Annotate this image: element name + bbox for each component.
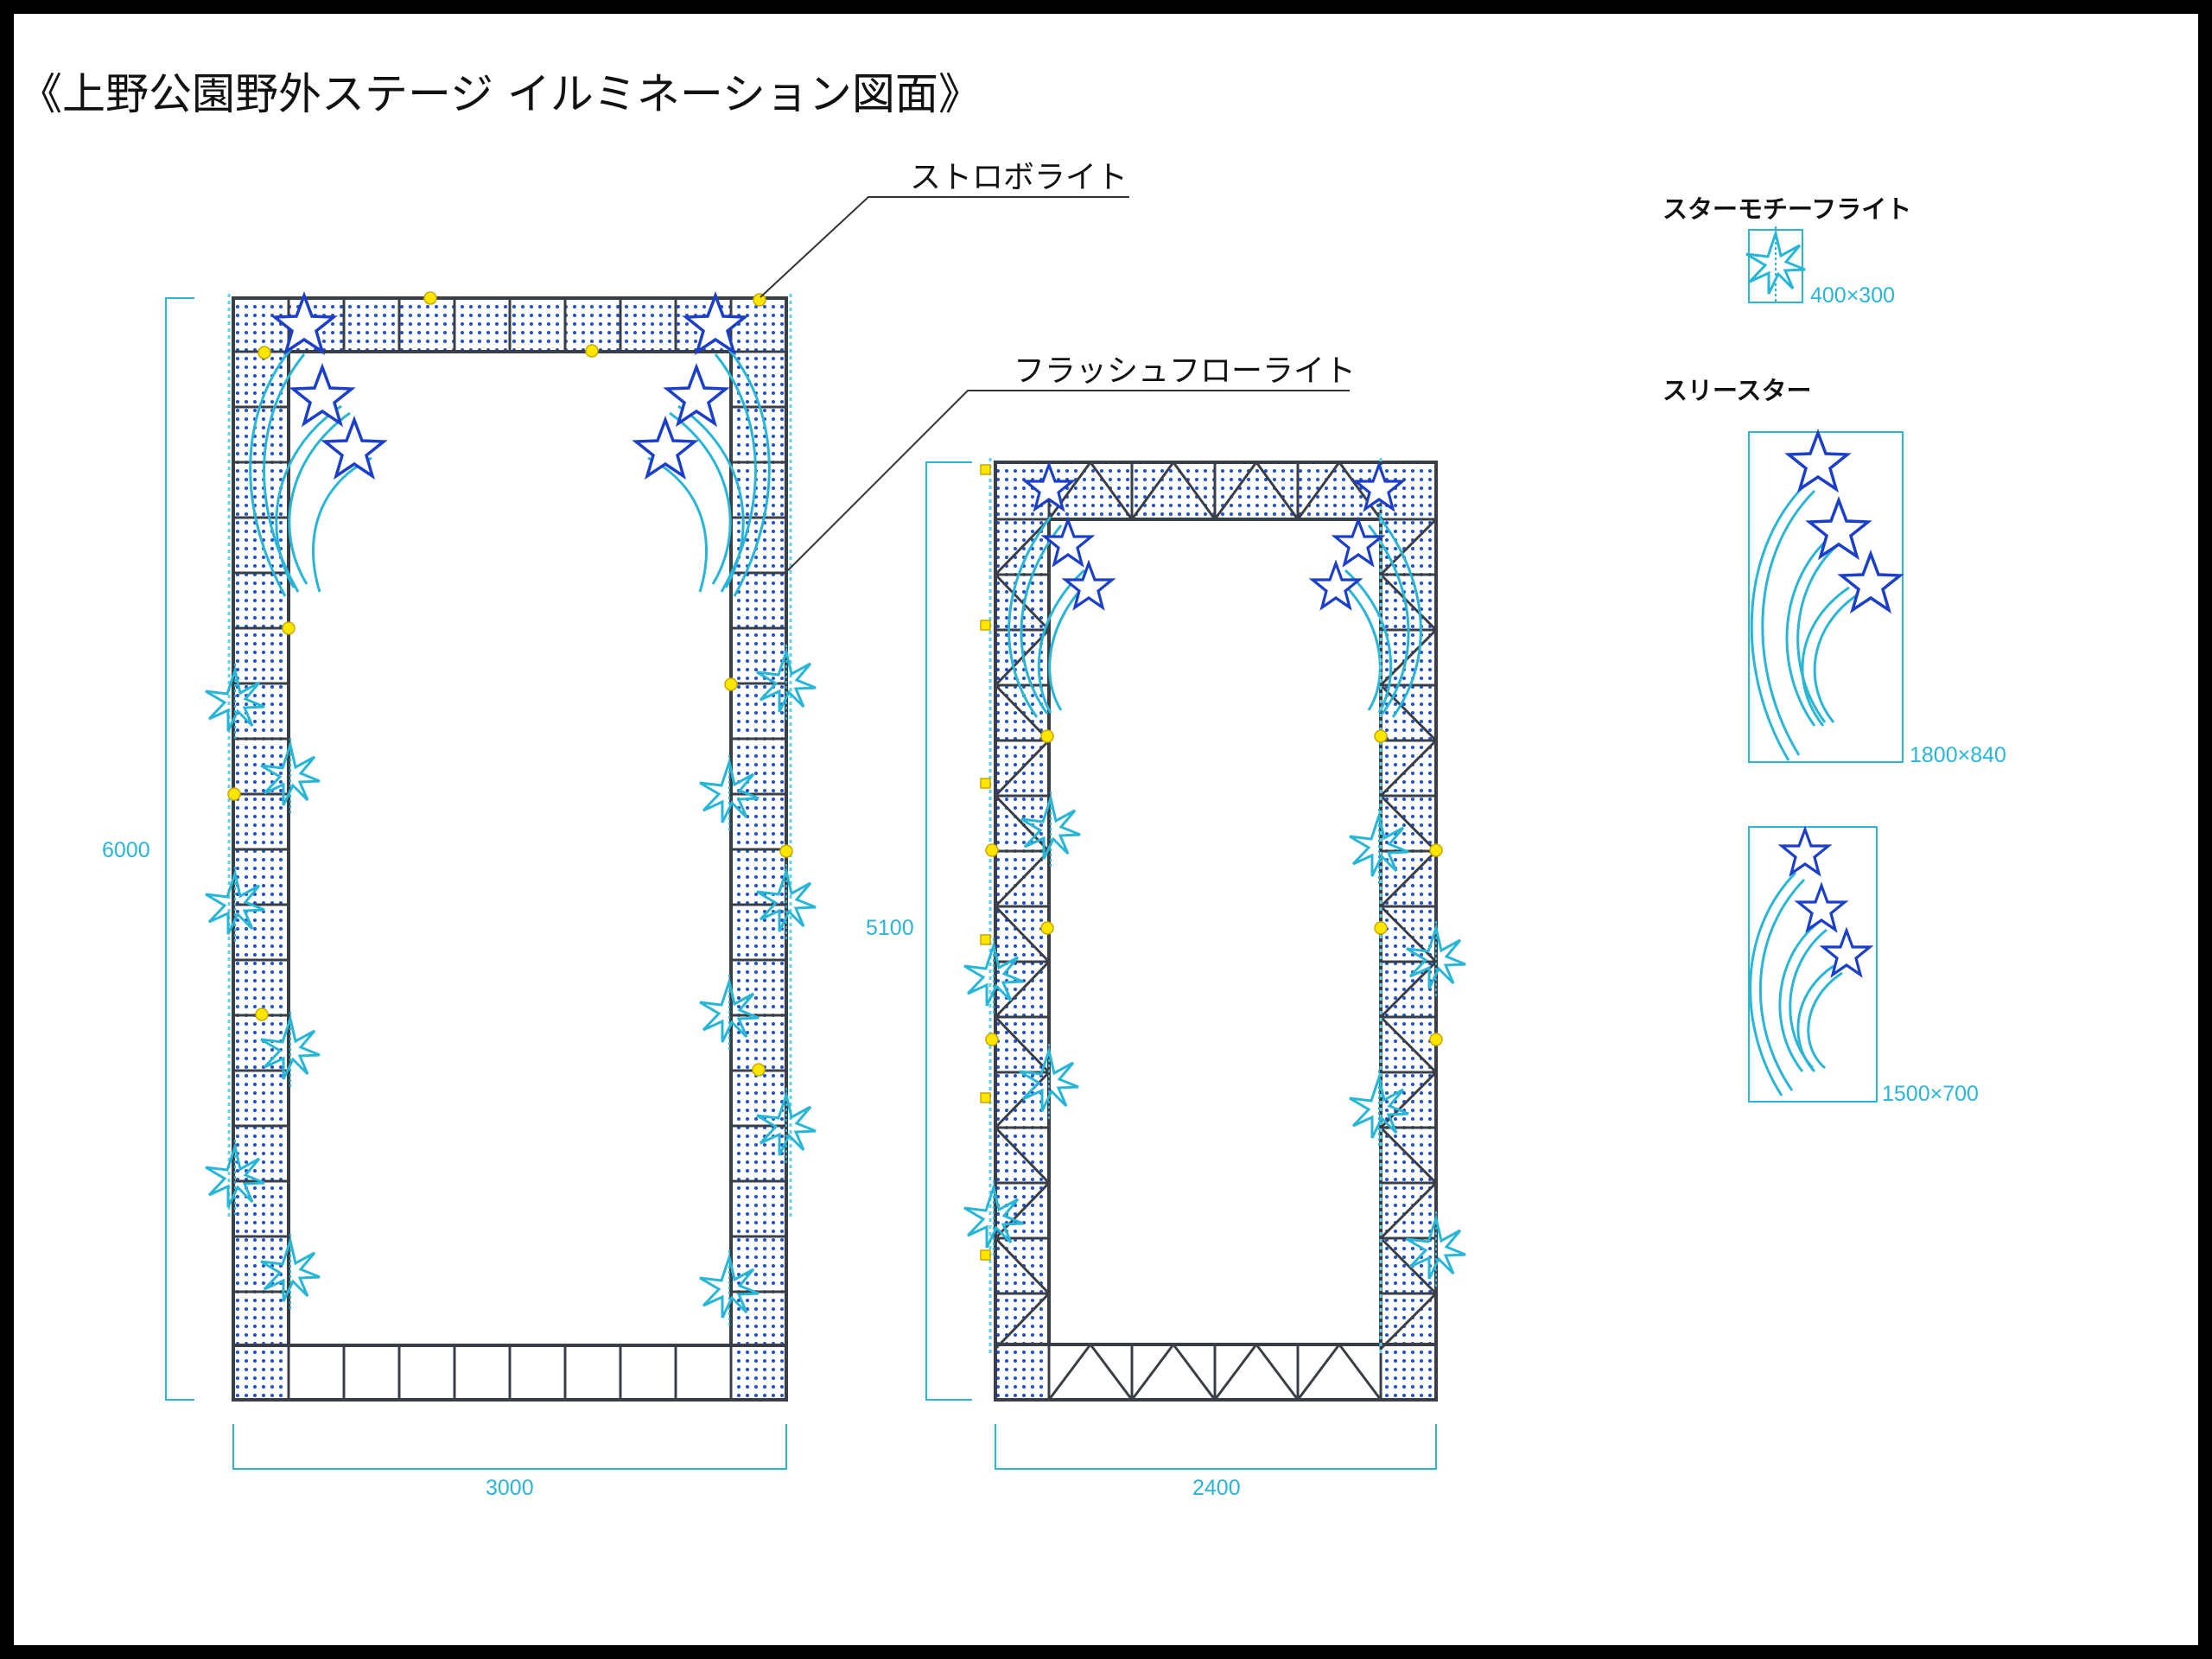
- three-star-large-size: 1800×840: [1910, 743, 2006, 767]
- right-height-label: 5100: [866, 916, 914, 940]
- three-star-small-icon: [1749, 828, 1872, 1096]
- drawing-title: 《上野公園野外ステージ イルミネーション図面》: [19, 69, 982, 119]
- star-motif-size: 400×300: [1810, 283, 1895, 308]
- right-frame: [963, 458, 1467, 1402]
- star-motif-title: スターモチーフライト: [1662, 194, 1911, 224]
- flash-flow-light-label: フラッシュフローライト: [1014, 353, 1356, 389]
- strobe-light-label: ストロボライト: [910, 160, 1128, 195]
- three-star-small-size: 1500×700: [1882, 1082, 1979, 1106]
- star-motif-icon: [1745, 225, 1807, 304]
- callout-leaders: [760, 196, 1350, 571]
- three-star-large-icon: [1750, 431, 1902, 761]
- right-dimensions: [925, 461, 1437, 1470]
- drawing-sheet: [14, 14, 2198, 1645]
- right-width-label: 2400: [1192, 1476, 1241, 1500]
- left-dimensions: [165, 297, 787, 1470]
- left-height-label: 6000: [102, 838, 150, 862]
- left-width-label: 3000: [486, 1476, 534, 1500]
- legend: スターモチーフライト 400×300 スリースター: [1662, 194, 2006, 1106]
- left-frame: [204, 291, 817, 1402]
- three-star-title: スリースター: [1662, 376, 1812, 405]
